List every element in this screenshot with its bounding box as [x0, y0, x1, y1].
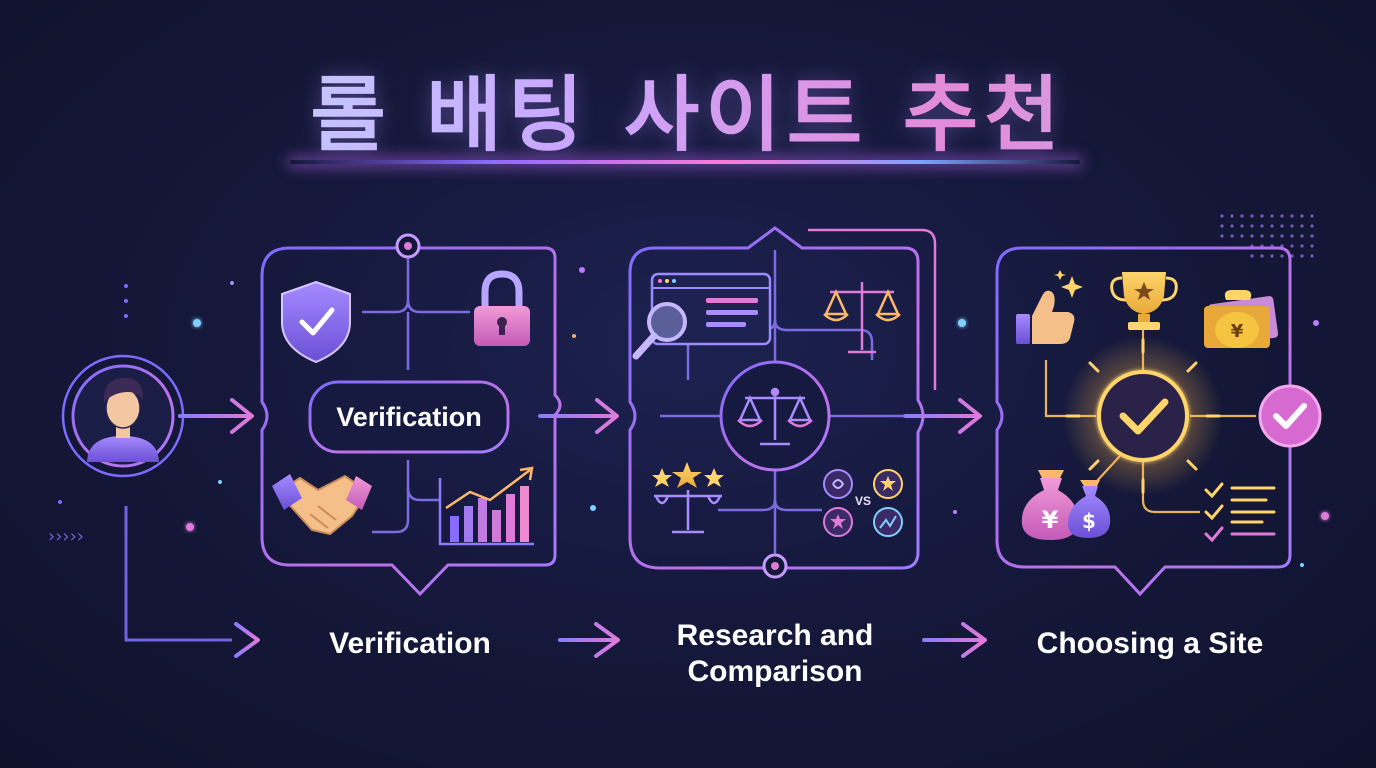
grid-dot	[1280, 234, 1284, 238]
versus-comparison-icon	[823, 469, 903, 537]
title-underline	[290, 160, 1080, 164]
padlock-icon	[474, 270, 530, 346]
grid-dot	[1310, 214, 1314, 218]
thumbs-up-icon	[1016, 270, 1083, 344]
grid-dot	[1280, 254, 1284, 258]
grid-dot	[1290, 224, 1294, 228]
grid-dot	[1240, 234, 1244, 238]
verification-step-label: Verification	[329, 627, 491, 660]
grid-dot	[1240, 214, 1244, 218]
grid-dot	[1270, 224, 1274, 228]
research-panel	[628, 226, 937, 579]
research-step-label: Research and Comparison	[676, 619, 874, 688]
money-bags-icon: ¥ $	[1021, 470, 1111, 540]
grid-dot	[1260, 234, 1264, 238]
vs-label: VS	[855, 494, 872, 508]
grid-dot	[1270, 214, 1274, 218]
browser-search-icon	[632, 272, 772, 360]
choosing-step-label: Choosing a Site	[1036, 627, 1264, 660]
growth-chart-icon	[438, 466, 534, 546]
trophy-icon	[1110, 272, 1178, 330]
svg-text:¥: ¥	[1231, 321, 1244, 342]
background-sparkles: ›››››	[48, 267, 1329, 567]
grid-dot	[1260, 254, 1264, 258]
checklist-icon	[1204, 482, 1276, 543]
svg-text:¥: ¥	[1042, 506, 1059, 534]
dot-grid-decoration	[1220, 214, 1314, 258]
grid-dot	[1250, 214, 1254, 218]
handshake-icon	[272, 474, 372, 536]
svg-text:›››››: ›››››	[48, 526, 84, 547]
grid-dot	[1260, 224, 1264, 228]
grid-dot	[1230, 224, 1234, 228]
grid-dot	[1280, 224, 1284, 228]
grid-dot	[1300, 254, 1304, 258]
grid-dot	[1250, 224, 1254, 228]
grid-dot	[1290, 244, 1294, 248]
shield-check-icon	[281, 280, 351, 364]
grid-dot	[1300, 214, 1304, 218]
verification-panel	[260, 233, 562, 597]
scale-icon-small	[823, 282, 901, 354]
grid-dot	[1250, 234, 1254, 238]
verification-center-label: Verification	[336, 402, 482, 432]
grid-dot	[1220, 214, 1224, 218]
page-title: 롤 배팅 사이트 추천	[0, 48, 1376, 167]
grid-dot	[1260, 214, 1264, 218]
grid-dot	[1300, 244, 1304, 248]
check-badge-icon	[1258, 384, 1322, 448]
grid-dot	[1310, 254, 1314, 258]
yen-money-icon: ¥	[1204, 290, 1279, 348]
grid-dot	[1220, 234, 1224, 238]
grid-dot	[1250, 254, 1254, 258]
grid-dot	[1300, 234, 1304, 238]
grid-dot	[1290, 214, 1294, 218]
grid-dot	[1270, 254, 1274, 258]
grid-dot	[1300, 224, 1304, 228]
balance-scale-icon	[737, 387, 813, 446]
grid-dot	[1310, 224, 1314, 228]
choosing-panel: ¥ ¥ $	[995, 246, 1322, 597]
grid-dot	[1230, 214, 1234, 218]
grid-dot	[1270, 234, 1274, 238]
grid-dot	[1220, 224, 1224, 228]
person-avatar-icon	[87, 377, 159, 462]
checkmark-glow-icon	[1065, 338, 1221, 494]
grid-dot	[1230, 234, 1234, 238]
svg-text:$: $	[1082, 509, 1096, 533]
grid-dot	[1290, 234, 1294, 238]
grid-dot	[1280, 214, 1284, 218]
user-node	[61, 354, 232, 642]
flow-arrows	[178, 398, 987, 658]
grid-dot	[1240, 224, 1244, 228]
grid-dot	[1310, 244, 1314, 248]
grid-dot	[1310, 234, 1314, 238]
rating-scale-icon	[652, 462, 724, 534]
